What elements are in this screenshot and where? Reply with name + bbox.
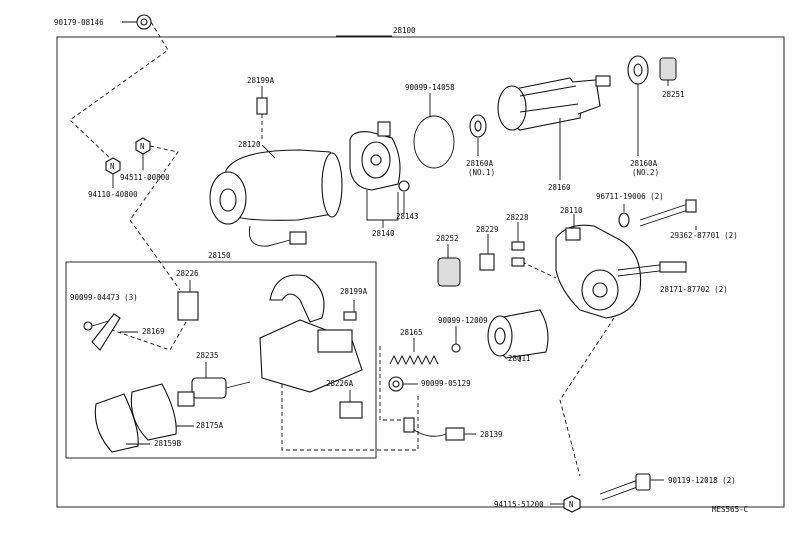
label-28100: 28100 (393, 26, 416, 35)
spring-28165 (389, 354, 439, 366)
n-symbol: N (110, 162, 115, 171)
label-28139: 28139 (480, 430, 503, 439)
terminal-28199a-top (256, 97, 268, 115)
lead-wire-28139 (403, 417, 465, 441)
label-28171-87702: 28171-87702 (2) (660, 285, 728, 294)
cover-28159b (94, 393, 139, 453)
label-96711-19006: 96711-19006 (2) (596, 192, 664, 201)
gear-28252 (437, 257, 461, 287)
label-no2: (NO.2) (632, 168, 659, 177)
label-90099-12009: 90099-12009 (438, 316, 488, 325)
armature-28160 (497, 75, 611, 131)
label-28150: 28150 (208, 251, 231, 260)
label-28140: 28140 (372, 229, 395, 238)
label-28160: 28160 (548, 183, 571, 192)
washer-96711 (618, 212, 630, 228)
magnetic-switch-28150 (259, 274, 363, 393)
contact-28226a (339, 401, 363, 419)
terminal-28199a-mid (343, 311, 357, 321)
label-94110-40800: 94110-40800 (88, 190, 138, 199)
label-28120: 28120 (238, 140, 261, 149)
label-90099-14058: 90099-14058 (405, 83, 455, 92)
bolt-29362 (639, 199, 697, 227)
label-no1: (NO.1) (468, 168, 495, 177)
label-28226: 28226 (176, 269, 199, 278)
o-ring-90099-12009 (451, 343, 461, 353)
label-28229: 28229 (476, 225, 499, 234)
label-94115-51200: 94115-51200 (494, 500, 544, 509)
label-28160a-no1: 28160A (466, 159, 494, 168)
label-28199a-top: 28199A (247, 76, 275, 85)
label-28235: 28235 (196, 351, 219, 360)
label-28252: 28252 (436, 234, 459, 243)
label-28110: 28110 (560, 206, 583, 215)
plunger-28235 (177, 377, 251, 407)
label-28143: 28143 (396, 212, 419, 221)
bolt-28171 (617, 261, 687, 277)
bracket-28169 (91, 313, 121, 351)
label-28228: 28228 (506, 213, 529, 222)
label-90099-04473: 90099-04473 (3) (70, 293, 138, 302)
bolt-90119-12018 (599, 473, 651, 501)
bearing-28143 (398, 180, 410, 192)
label-28169: 28169 (142, 327, 165, 336)
label-90179-08146: 90179-08146 (54, 18, 104, 27)
label-28165: 28165 (400, 328, 423, 337)
ball-28228 (511, 241, 525, 251)
clutch-28011 (487, 309, 549, 359)
label-28251: 28251 (662, 90, 685, 99)
field-frame-28120 (209, 149, 343, 247)
nut-94115-51200 (563, 495, 581, 513)
gear-28251 (659, 57, 677, 81)
switch-28226 (177, 291, 199, 321)
gasket-28175a (130, 383, 177, 441)
retainer-28229 (479, 253, 495, 271)
label-28199a-mid: 28199A (340, 287, 368, 296)
n-symbol: N (140, 142, 145, 151)
label-28226a: 28226A (326, 379, 354, 388)
label-90119-12018: 90119-12018 (2) (668, 476, 736, 485)
label-90099-05129: 90099-05129 (421, 379, 471, 388)
label-28011: 28011 (508, 354, 531, 363)
label-94511-00800: 94511-00800 (120, 173, 170, 182)
label-28160a-no2: 28160A (630, 159, 658, 168)
o-ring-90099-14058 (413, 115, 455, 169)
subassembly-frame (65, 261, 377, 459)
label-28175a: 28175A (196, 421, 224, 430)
n-symbol: N (569, 500, 574, 509)
brush-holder-28140 (349, 121, 401, 191)
assembly-frame (56, 36, 785, 508)
label-29362-87701: 29362-87701 (2) (670, 231, 738, 240)
label-28159b: 28159B (154, 439, 182, 448)
label-mes565c: MES565-C (712, 505, 748, 514)
housing-28110 (555, 224, 642, 319)
